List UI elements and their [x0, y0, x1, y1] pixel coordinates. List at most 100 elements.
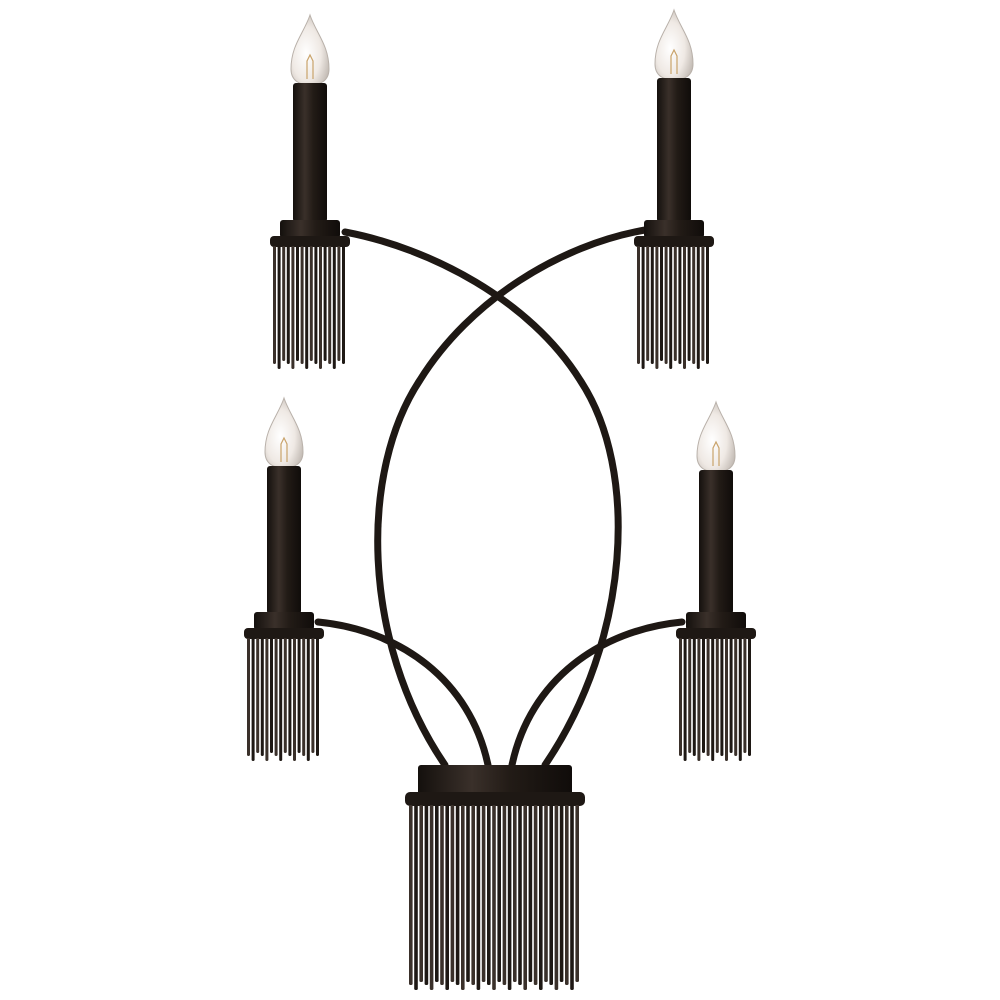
upper-right-arm — [374, 226, 649, 769]
bulb-filament — [712, 440, 720, 466]
light-bulb — [264, 396, 304, 469]
fringe-strand — [293, 638, 296, 761]
candle-sleeve — [657, 78, 691, 222]
fringe-strand — [650, 246, 654, 364]
fringe-strand — [734, 638, 738, 756]
backplate-collar — [418, 765, 572, 795]
fringe-strand — [559, 805, 564, 982]
candle-sleeve — [293, 83, 327, 222]
fringe-strand — [328, 246, 332, 364]
fringe-strand — [270, 638, 273, 753]
fringe-strand — [554, 805, 559, 990]
candle-cup-collar — [254, 612, 314, 630]
fringe-strand — [476, 805, 481, 990]
fringe-strand — [683, 246, 686, 369]
fringe-strand — [471, 805, 475, 985]
bulb-filament — [670, 48, 678, 74]
fringe-strand — [702, 638, 705, 753]
fringe-strand — [342, 246, 345, 364]
fringe-strand — [435, 805, 439, 982]
fringe-strand — [277, 246, 281, 369]
fringe-strand — [260, 638, 264, 756]
fringe-strand — [575, 805, 579, 982]
candle-lower-left — [244, 396, 324, 761]
fringe-strand — [481, 805, 486, 982]
fringe-strand — [502, 805, 507, 985]
candle-cup-collar — [686, 612, 746, 630]
fringe-strand — [711, 638, 715, 761]
candle-upper-left — [270, 13, 350, 369]
bulb-filament — [280, 436, 288, 462]
fringe-strand — [279, 638, 283, 761]
fringe-strand — [518, 805, 522, 985]
candle-sleeve — [699, 470, 733, 614]
fringe-strand — [528, 805, 533, 982]
fringe-strand — [637, 246, 640, 364]
lower-right-arm — [508, 618, 686, 769]
fringe-strand — [450, 805, 455, 982]
fringe-strand — [738, 638, 742, 761]
fringe-strand — [683, 638, 687, 761]
fringe-strand — [715, 638, 719, 753]
fringe-strand — [570, 805, 574, 990]
fringe-strand — [247, 638, 250, 756]
candle-cup-collar — [280, 220, 340, 238]
fringe-strand — [429, 805, 434, 990]
fringe-strand — [729, 638, 733, 753]
fringe-strand — [274, 638, 278, 756]
fringe-strand — [655, 246, 659, 369]
fringe-strand — [445, 805, 449, 990]
fringe-strand — [679, 638, 682, 756]
fringe-strand — [669, 246, 673, 369]
light-bulb — [654, 8, 694, 81]
fringe-strand — [314, 246, 318, 364]
fringe-strand — [297, 638, 301, 753]
candle-upper-right — [634, 8, 714, 369]
fringe-strand — [539, 805, 543, 990]
backplate-ring — [405, 792, 585, 806]
candle-fringe — [679, 638, 751, 761]
fringe-strand — [332, 246, 336, 369]
fringe-strand — [492, 805, 496, 990]
fringe-strand — [291, 246, 295, 369]
sconce-arms — [314, 226, 686, 769]
fringe-strand — [544, 805, 548, 982]
fringe-strand — [461, 805, 465, 990]
fringe-strand — [455, 805, 460, 985]
fringe-strand — [487, 805, 491, 985]
fringe-strand — [305, 246, 309, 369]
fringe-strand — [440, 805, 444, 985]
candle-fringe — [273, 246, 345, 369]
fringe-strand — [300, 246, 304, 364]
fringe-strand — [316, 638, 319, 756]
candle-cup-ring — [676, 628, 756, 639]
fringe-strand — [513, 805, 517, 982]
fringe-strand — [311, 638, 315, 753]
fringe-strand — [706, 246, 709, 364]
fringe-strand — [673, 246, 677, 361]
candle-cup-collar — [644, 220, 704, 238]
candle-cup-ring — [634, 236, 714, 247]
candle-cup-ring — [270, 236, 350, 247]
fringe-strand — [286, 246, 290, 364]
candle-fringe — [637, 246, 709, 369]
fringe-strand — [323, 246, 327, 361]
fringe-strand — [696, 246, 700, 369]
fringe-strand — [273, 246, 276, 364]
fringe-strand — [701, 246, 705, 361]
fringe-strand — [692, 246, 696, 364]
fringe-strand — [282, 246, 286, 361]
fringe-strand — [409, 805, 413, 985]
fringe-strand — [549, 805, 553, 985]
fringe-strand — [664, 246, 668, 364]
light-bulb — [696, 400, 736, 473]
fringe-strand — [466, 805, 470, 982]
fringe-strand — [725, 638, 728, 761]
backplate-fringe — [409, 805, 579, 990]
fringe-strand — [533, 805, 538, 985]
fringe-strand — [565, 805, 569, 985]
bulb-filament — [306, 53, 314, 79]
fringe-strand — [706, 638, 710, 756]
candle-fringe — [247, 638, 319, 761]
